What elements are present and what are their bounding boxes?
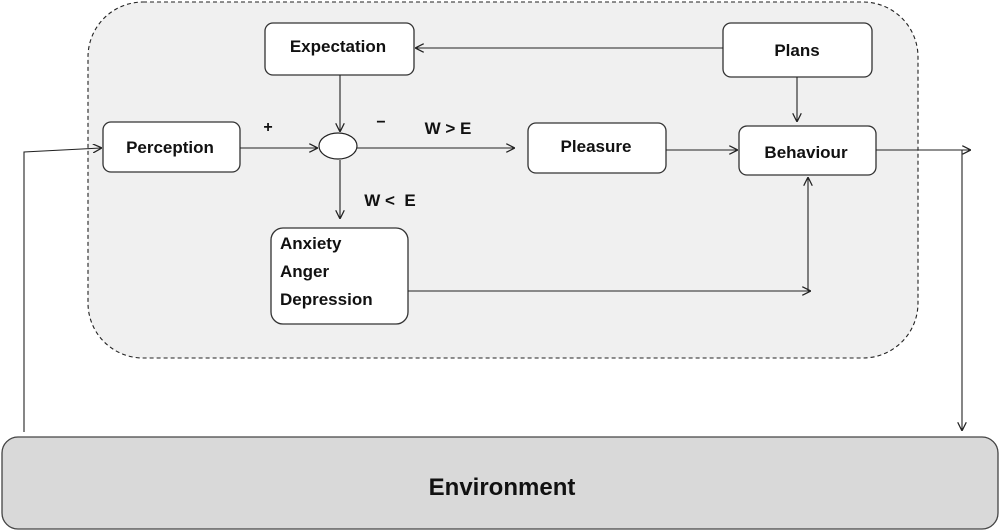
behaviour-label: Behaviour <box>764 143 848 162</box>
plans-label: Plans <box>774 41 819 60</box>
minus-sign: − <box>376 114 385 131</box>
perception-label: Perception <box>126 138 214 157</box>
comparator-node <box>318 132 358 160</box>
expectation-label: Expectation <box>290 37 386 56</box>
perception-box: Perception <box>102 121 241 173</box>
plans-box: Plans <box>722 22 873 78</box>
environment-box: Environment <box>1 436 999 530</box>
behaviour-box: Behaviour <box>738 125 877 176</box>
pleasure-box: Pleasure <box>527 122 667 174</box>
pleasure-label: Pleasure <box>561 137 632 156</box>
environment-to-perception-arrow <box>23 148 101 432</box>
environment-label: Environment <box>429 474 576 501</box>
w-less-e-label: W < E <box>364 191 415 210</box>
negative-emotions-box: Anxiety Anger Depression <box>270 227 409 325</box>
anger-label: Anger <box>280 262 330 281</box>
w-greater-e-label: W > E <box>425 119 472 138</box>
expectation-box: Expectation <box>264 22 415 76</box>
depression-label: Depression <box>280 290 373 309</box>
anxiety-label: Anxiety <box>280 234 342 253</box>
plus-sign: + <box>263 119 272 136</box>
